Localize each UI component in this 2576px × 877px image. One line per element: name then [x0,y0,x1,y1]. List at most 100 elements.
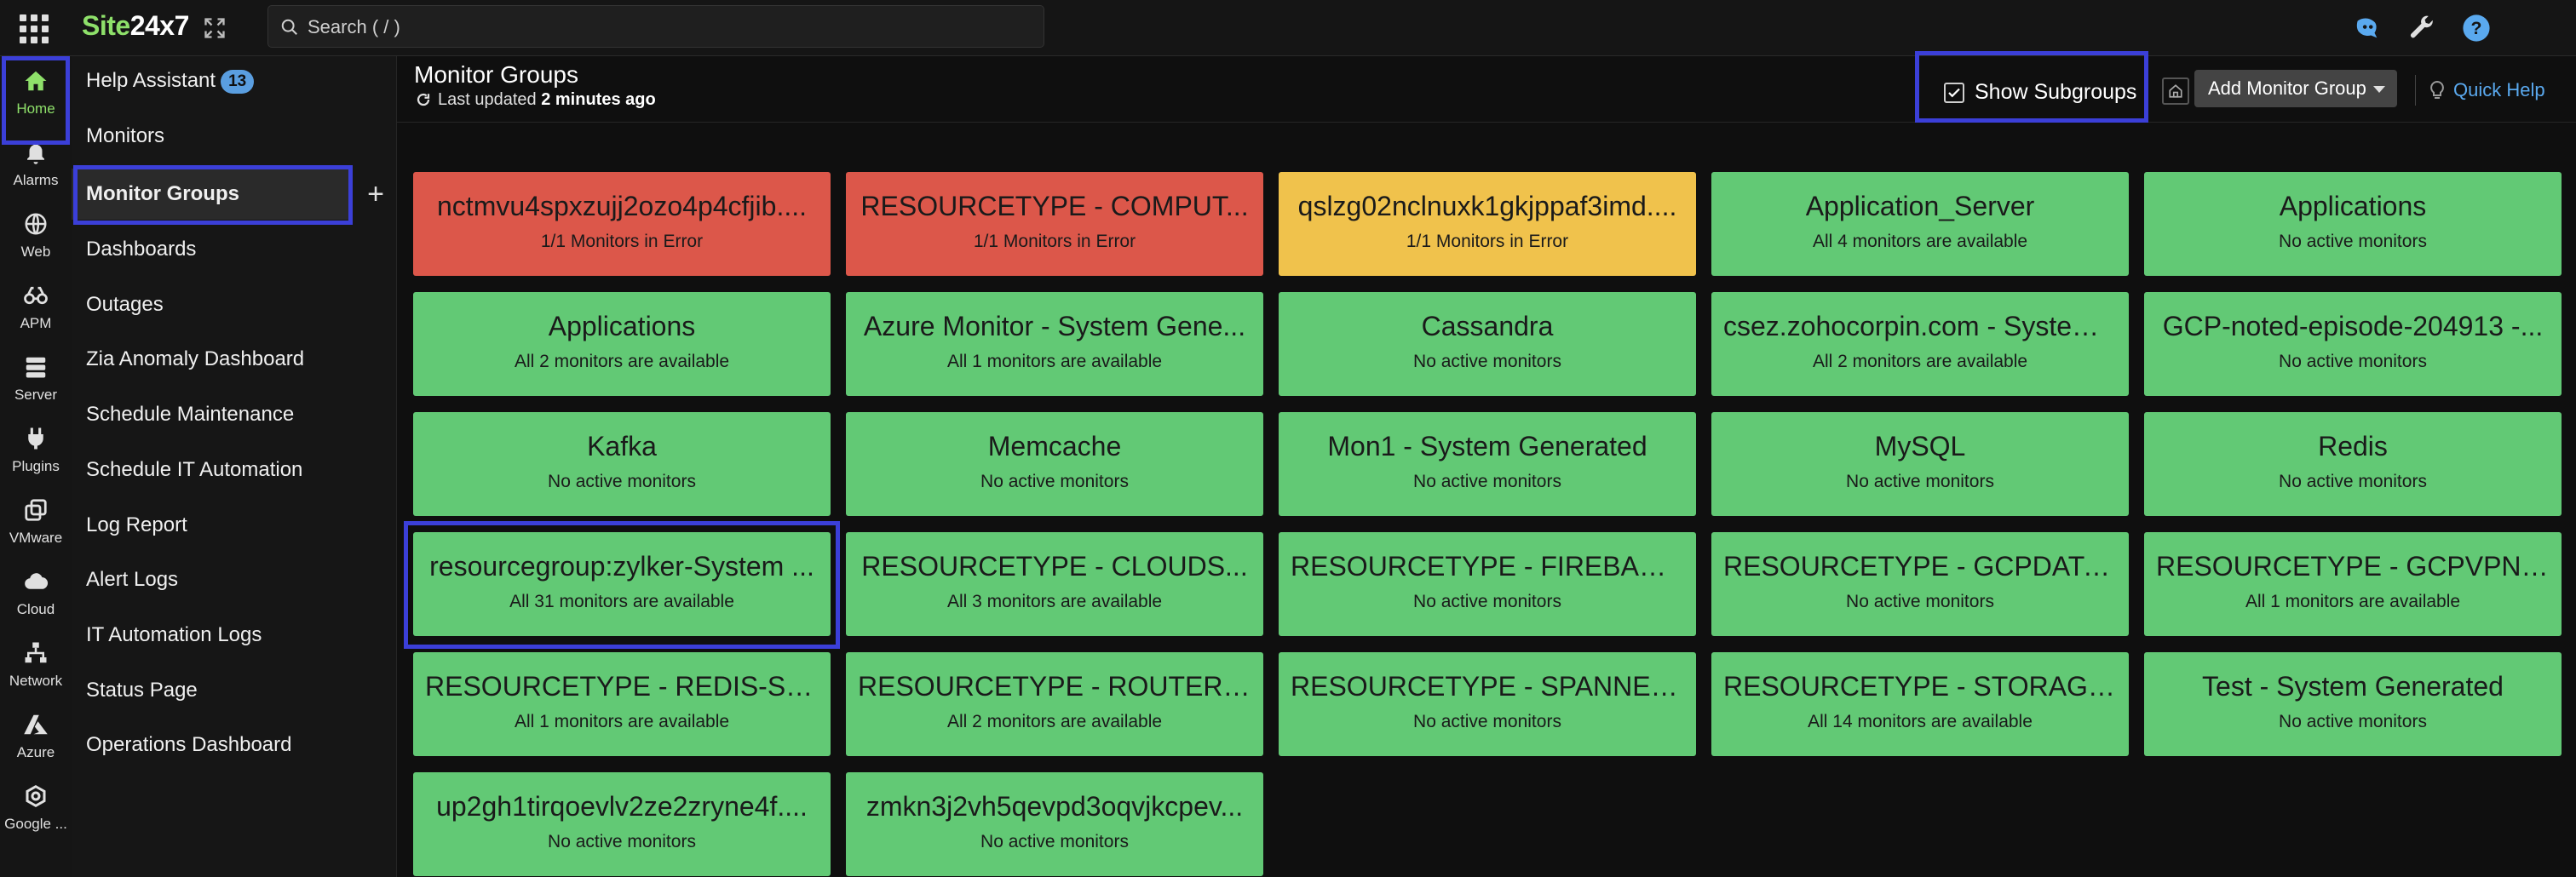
nav-item-monitor-groups[interactable]: Monitor Groups [72,169,349,220]
monitor-group-name: Mon1 - System Generated [1327,431,1647,461]
monitor-group-card[interactable]: Azure Monitor - System Gene...All 1 moni… [846,292,1263,396]
monitor-group-name: GCP-noted-episode-204913 -... [2162,311,2544,341]
globe-icon [25,213,47,235]
bot-assistant-icon[interactable] [2353,14,2382,43]
monitor-group-name: resourcegroup:zylker-System ... [429,551,814,582]
nav-item-schedule-it-automation[interactable]: Schedule IT Automation [86,458,303,481]
nav-item-outages[interactable]: Outages [86,293,164,316]
help-icon[interactable]: ? [2462,14,2491,43]
monitor-group-card[interactable]: RESOURCETYPE - GCPDATA... No active monit… [1711,532,2129,636]
monitor-group-card[interactable]: Redis No active monitors [2144,412,2562,516]
search-icon [281,19,297,35]
monitor-group-name: Memcache [987,431,1122,461]
monitor-group-card[interactable]: RESOURCETYPE - ROUTER-...All 2 monitors … [846,652,1263,756]
nav-item-zia-anomaly-dashboard[interactable]: Zia Anomaly Dashboard [86,347,305,370]
nav-item-status-page[interactable]: Status Page [86,679,198,702]
rail-item-cloud[interactable]: Cloud [0,557,72,628]
monitor-group-card[interactable]: resourcegroup:zylker-System ...All 31 mo… [413,532,831,636]
azure-icon [24,714,48,735]
monitor-group-status: No active monitors [2279,352,2427,371]
rail-item-vmware[interactable]: VMware [0,485,72,557]
nav-item-operations-dashboard[interactable]: Operations Dashboard [86,733,292,756]
monitor-group-card[interactable]: RESOURCETYPE - REDIS-Sys...All 1 monitor… [413,652,831,756]
monitor-group-name: MySQL [1874,431,1966,461]
expand-icon[interactable] [203,16,227,40]
search-input[interactable]: Search ( / ) [267,5,1044,48]
monitor-group-card[interactable]: Memcache No active monitors [846,412,1263,516]
monitor-group-status: No active monitors [2279,712,2427,731]
monitor-group-status: No active monitors [1413,352,1561,371]
monitor-group-name: Applications [548,311,696,341]
nav-item-alert-logs[interactable]: Alert Logs [86,568,179,591]
monitor-group-card[interactable]: qslzg02nclnuxk1gkjppaf3imd....1/1 Monito… [1279,172,1696,276]
monitor-group-card[interactable]: RESOURCETYPE - COMPUT...1/1 Monitors in … [846,172,1263,276]
rail-item-alarms[interactable]: Alarms [0,128,72,199]
monitor-group-card[interactable]: RESOURCETYPE - CLOUDS...All 3 monitors a… [846,532,1263,636]
top-bar: Site24x7 Search ( / ) ? [0,0,2576,56]
monitor-group-name: csez.zohocorpin.com - System... [1723,311,2117,341]
monitor-group-status: All 4 monitors are available [1812,232,2028,251]
nav-item-it-automation-logs[interactable]: IT Automation Logs [86,623,262,646]
lightbulb-icon [2430,80,2444,99]
monitor-group-card[interactable]: up2gh1tirqoevlv2ze2zryne4f....No active … [413,772,831,876]
monitor-group-card[interactable]: RESOURCETYPE - SPANNER...No active monit… [1279,652,1696,756]
rail-item-web[interactable]: Web [0,199,72,271]
site24x7-logo[interactable]: Site24x7 [82,10,189,41]
rail-item-server[interactable]: Server [0,342,72,414]
nav-item-dashboards[interactable]: Dashboards [86,238,197,261]
home-view-button[interactable] [2162,77,2189,105]
monitor-group-status: No active monitors [1846,472,1994,491]
nav-item-log-report[interactable]: Log Report [86,513,187,536]
monitor-group-status: All 2 monitors are available [946,712,1163,731]
monitor-group-status: No active monitors [1846,592,1994,611]
monitor-group-status: No active monitors [980,472,1129,491]
last-updated: Last updated 2 minutes ago [416,90,656,110]
network-icon [25,642,47,663]
quick-help-link[interactable]: Quick Help [2429,77,2545,104]
rail-item-azure[interactable]: Azure [0,700,72,771]
monitor-group-name: Redis [2318,431,2388,461]
monitor-group-status: All 1 monitors are available [2245,592,2461,611]
monitor-group-status: All 2 monitors are available [514,352,730,371]
monitor-group-card[interactable]: csez.zohocorpin.com - System...All 2 mon… [1711,292,2129,396]
rail-item-network[interactable]: Network [0,628,72,700]
monitor-group-status: No active monitors [548,472,696,491]
monitor-group-card[interactable]: nctmvu4spxzujj2ozo4p4cfjib....1/1 Monito… [413,172,831,276]
monitor-group-card[interactable]: RESOURCETYPE - STORAGE...All 14 monitors… [1711,652,2129,756]
rail-item-home[interactable]: Home [0,56,72,128]
add-monitor-group-plus-button[interactable]: + [367,178,384,210]
server-icon [26,357,46,378]
refresh-icon[interactable] [416,92,431,107]
show-subgroups-checkbox[interactable] [1944,83,1964,103]
main-header: Monitor Groups Last updated 2 minutes ag… [397,56,2576,123]
app-grid-icon[interactable] [17,12,49,44]
monitor-group-card[interactable]: zmkn3j2vh5qevpd3oqvjkcpev...No active mo… [846,772,1263,876]
monitor-group-name: RESOURCETYPE - GCPDATA... [1723,551,2117,582]
monitor-group-name: RESOURCETYPE - GCPVPNT... [2156,551,2550,582]
rail-item-google-cloud[interactable]: Google ... [0,771,72,843]
rail-item-plugins[interactable]: Plugins [0,414,72,485]
monitor-group-name: RESOURCETYPE - STORAGE... [1723,671,2117,702]
add-monitor-group-button[interactable]: Add Monitor Group [2194,70,2397,107]
nav-item-schedule-maintenance[interactable]: Schedule Maintenance [86,403,295,426]
monitor-group-status: No active monitors [548,832,696,851]
monitor-group-status: No active monitors [2279,472,2427,491]
monitor-group-name: RESOURCETYPE - COMPUT... [860,191,1249,221]
wrench-icon[interactable] [2407,14,2436,43]
monitor-group-card[interactable]: RESOURCETYPE - FIREBASE...No active moni… [1279,532,1696,636]
monitor-group-name: RESOURCETYPE - CLOUDS... [861,551,1248,582]
monitor-group-card[interactable]: GCP-noted-episode-204913 -... No active m… [2144,292,2562,396]
rail-item-apm[interactable]: APM [0,271,72,342]
monitor-group-card[interactable]: RESOURCETYPE - GCPVPNT... All 1 monitors … [2144,532,2562,636]
nav-item-monitors[interactable]: Monitors [86,124,165,147]
monitor-group-card[interactable]: MySQL No active monitors [1711,412,2129,516]
